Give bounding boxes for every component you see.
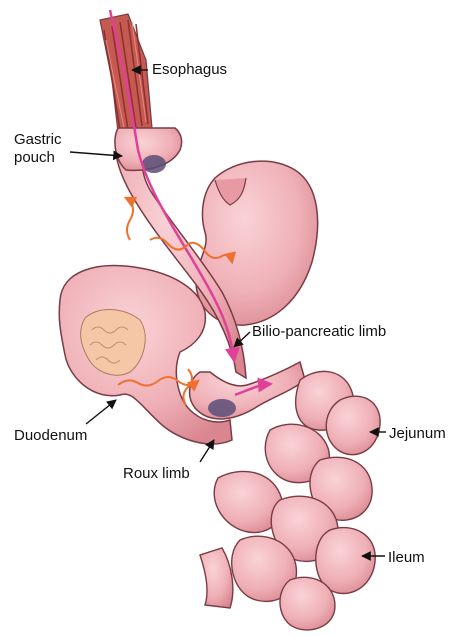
label-ileum: Ileum	[388, 549, 425, 567]
label-gastric-pouch: Gastric pouch	[14, 131, 94, 167]
label-esophagus: Esophagus	[152, 61, 227, 79]
esophagus	[100, 14, 152, 132]
label-jejunum: Jejunum	[389, 425, 446, 443]
label-roux-limb: Roux limb	[123, 465, 190, 483]
label-bilio-pancreatic-limb: Bilio-pancreatic limb	[252, 323, 386, 341]
label-duodenum: Duodenum	[14, 427, 87, 445]
leader-duodenum	[86, 400, 116, 424]
